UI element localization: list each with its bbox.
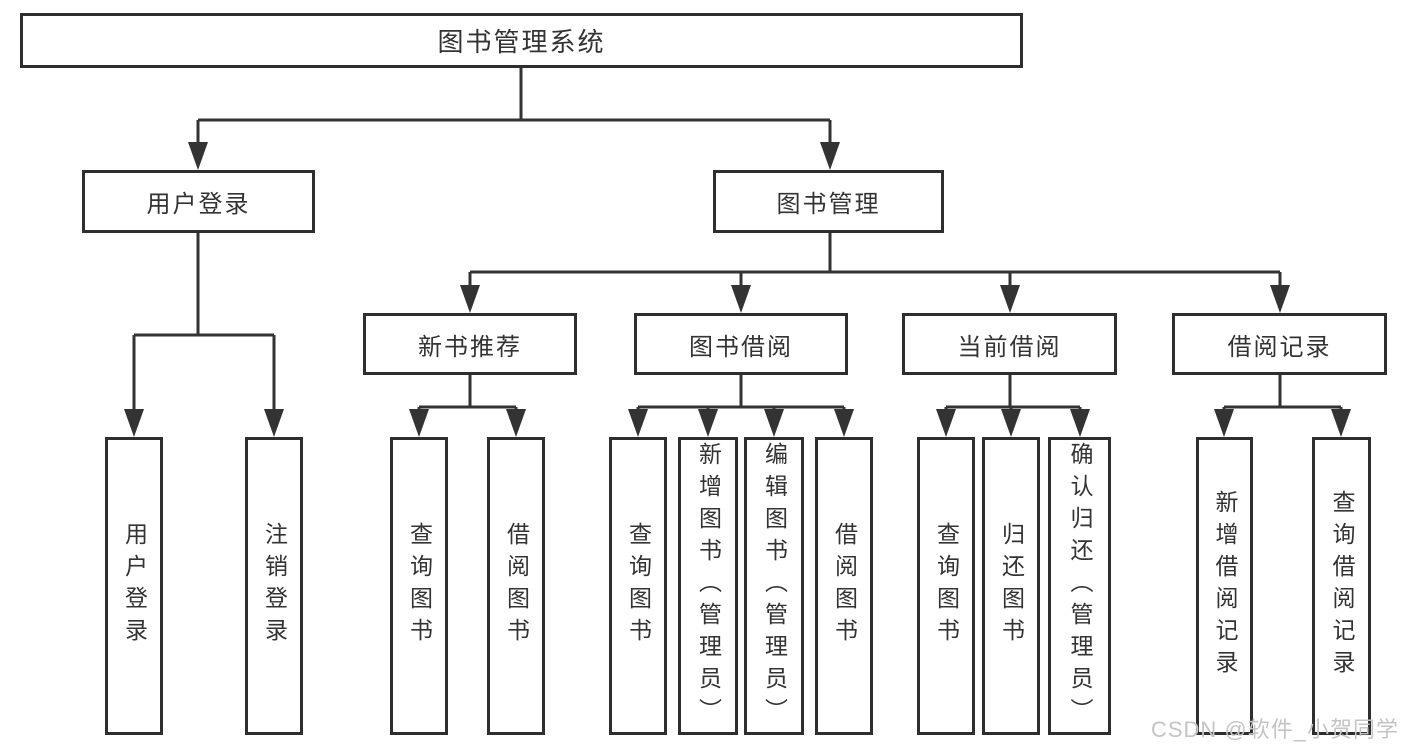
node-book-management-label: 图书管理 xyxy=(776,191,881,218)
arrowhead-icon xyxy=(1214,409,1234,437)
node-user-login: 用户登录 xyxy=(82,170,315,233)
leaf-node-logout: 注销登录 xyxy=(245,437,303,735)
leaf-node-edit-books-admin-label: 编辑图书（管理员） xyxy=(761,442,788,730)
node-current-borrow: 当前借阅 xyxy=(902,313,1117,375)
arrowhead-icon xyxy=(124,409,144,437)
node-new-book-recommend: 新书推荐 xyxy=(363,313,577,375)
node-book-borrow-label: 图书借阅 xyxy=(689,333,793,361)
node-borrow-records: 借阅记录 xyxy=(1172,313,1387,375)
node-user-login-label: 用户登录 xyxy=(146,191,251,218)
node-root-label: 图书管理系统 xyxy=(437,27,606,57)
leaf-node-borrow-books-1: 借阅图书 xyxy=(487,437,545,735)
arrowhead-icon xyxy=(188,142,208,170)
leaf-node-add-books-admin: 新增图书（管理员） xyxy=(678,437,738,735)
leaf-node-borrow-books-2-label: 借阅图书 xyxy=(831,522,858,650)
arrowhead-icon xyxy=(731,285,751,313)
node-borrow-records-label: 借阅记录 xyxy=(1227,333,1332,361)
leaf-node-query-books-2: 查询图书 xyxy=(609,437,667,735)
leaf-node-query-books-1: 查询图书 xyxy=(390,437,448,735)
leaf-node-return-books: 归还图书 xyxy=(982,437,1040,735)
arrowhead-icon xyxy=(764,409,784,437)
watermark: CSDN @软件_小贺同学 xyxy=(1150,717,1399,742)
leaf-node-confirm-return-admin-label: 确认归还（管理员） xyxy=(1067,442,1093,730)
leaf-node-add-borrow-record: 新增借阅记录 xyxy=(1196,437,1253,735)
arrowhead-icon xyxy=(409,409,429,437)
leaf-node-logout-label: 注销登录 xyxy=(261,522,288,650)
arrowhead-icon xyxy=(698,409,718,437)
arrowhead-icon xyxy=(460,285,480,313)
node-book-borrow: 图书借阅 xyxy=(634,313,848,375)
leaf-node-confirm-return-admin: 确认归还（管理员） xyxy=(1048,437,1111,735)
arrowhead-icon xyxy=(1000,285,1020,313)
leaf-node-query-books-3: 查询图书 xyxy=(917,437,975,735)
arrowhead-icon xyxy=(820,142,840,170)
node-current-borrow-label: 当前借阅 xyxy=(957,333,1062,361)
leaf-node-return-books-label: 归还图书 xyxy=(998,522,1025,650)
arrowhead-icon xyxy=(628,409,648,437)
leaf-node-query-books-2-label: 查询图书 xyxy=(625,522,652,650)
leaf-node-user-login-label: 用户登录 xyxy=(121,522,148,650)
node-book-management: 图书管理 xyxy=(713,170,944,233)
node-new-book-recommend-label: 新书推荐 xyxy=(418,333,522,361)
leaf-node-query-books-3-label: 查询图书 xyxy=(933,522,960,650)
leaf-node-add-books-admin-label: 新增图书（管理员） xyxy=(695,442,722,730)
arrowhead-icon xyxy=(1331,409,1351,437)
arrowhead-icon xyxy=(834,409,854,437)
arrowhead-icon xyxy=(1270,285,1290,313)
leaf-node-add-borrow-record-label: 新增借阅记录 xyxy=(1212,490,1238,682)
arrowhead-icon xyxy=(936,409,956,437)
arrowheads xyxy=(124,142,1351,437)
leaf-node-query-borrow-record-label: 查询借阅记录 xyxy=(1329,490,1355,682)
leaf-node-borrow-books-2: 借阅图书 xyxy=(815,437,873,735)
arrowhead-icon xyxy=(506,409,526,437)
node-root: 图书管理系统 xyxy=(20,13,1023,68)
leaf-node-user-login: 用户登录 xyxy=(105,437,163,735)
leaf-node-borrow-books-1-label: 借阅图书 xyxy=(503,522,530,650)
leaf-node-edit-books-admin: 编辑图书（管理员） xyxy=(744,437,804,735)
leaf-node-query-borrow-record: 查询借阅记录 xyxy=(1312,437,1371,735)
arrowhead-icon xyxy=(1001,409,1021,437)
leaf-node-query-books-1-label: 查询图书 xyxy=(406,522,433,650)
arrowhead-icon xyxy=(1070,409,1090,437)
arrowhead-icon xyxy=(264,409,284,437)
